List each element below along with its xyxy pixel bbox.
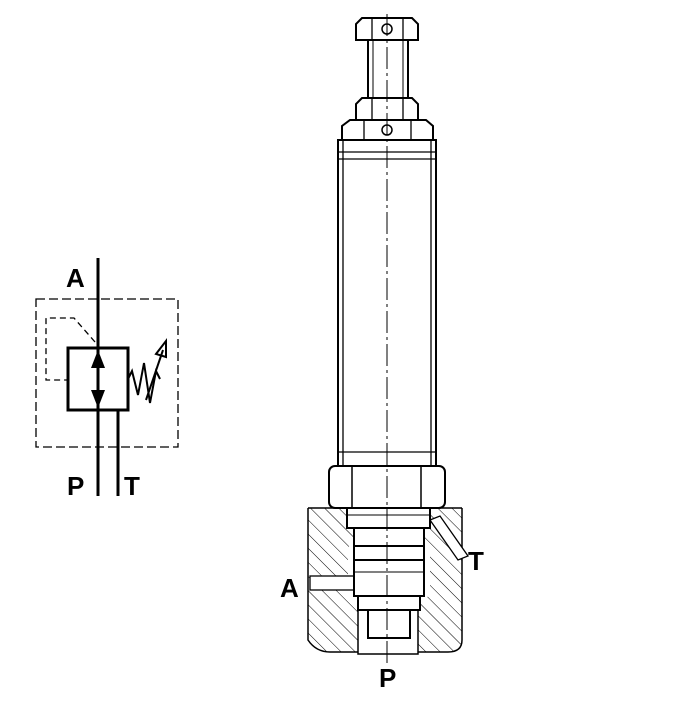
symbol-label-p: P <box>67 471 84 501</box>
hydraulic-symbol: A P T <box>35 258 179 501</box>
adjusting-screw <box>367 39 409 99</box>
cartridge-stem <box>346 507 431 529</box>
symbol-arrow-down <box>91 390 105 408</box>
cartridge-section: A T P <box>280 14 484 693</box>
section-label-p: P <box>379 663 396 693</box>
port-t-channel <box>428 515 470 561</box>
symbol-spring <box>127 362 161 404</box>
symbol-enclosure <box>35 298 179 448</box>
section-label-a: A <box>280 573 299 603</box>
symbol-pilot-line <box>45 317 96 381</box>
section-label-t: T <box>468 546 484 576</box>
symbol-adjust-arrow <box>145 349 164 401</box>
port-a-channel <box>309 575 357 591</box>
symbol-arrow-up <box>91 350 105 368</box>
symbol-label-t: T <box>124 471 140 501</box>
symbol-label-a: A <box>66 263 85 293</box>
